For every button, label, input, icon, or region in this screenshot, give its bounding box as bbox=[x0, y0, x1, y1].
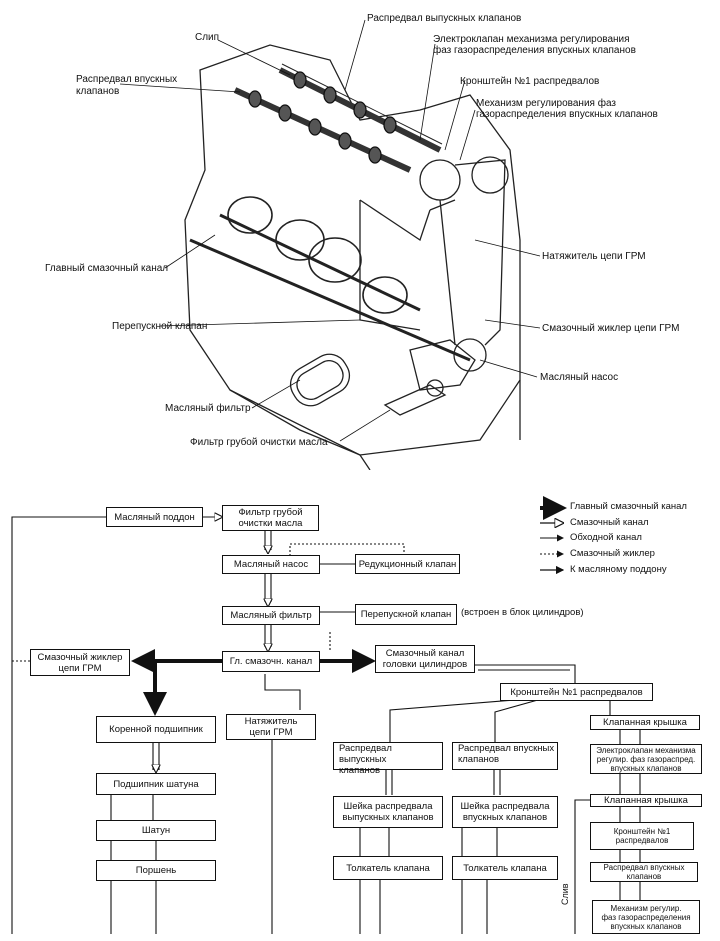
label-vvt-mech-2: газораспределения впускных клапанов bbox=[476, 109, 658, 120]
box-bypass-valve: Перепускной клапан bbox=[355, 604, 457, 625]
label-oil-pump: Масляный насос bbox=[540, 372, 618, 383]
label-drain: Слив bbox=[560, 883, 570, 905]
label-vvt-mech-1: Механизм регулирования фаз bbox=[476, 97, 616, 109]
box-oil-filter: Масляный фильтр bbox=[222, 606, 320, 625]
box-rod: Шатун bbox=[96, 820, 216, 841]
legend-oil: Смазочный канал bbox=[570, 517, 649, 528]
engine-illustration: Слип Распредвал выпускных клапанов Элект… bbox=[45, 13, 679, 470]
label-slip: Слип bbox=[195, 32, 219, 43]
label-intake-camshaft-1: Распредвал впускных bbox=[76, 74, 177, 85]
label-intake-camshaft-2: клапанов bbox=[76, 86, 119, 97]
label-strainer: Фильтр грубой очистки масла bbox=[190, 436, 328, 448]
label-bracket-no1: Кронштейн №1 распредвалов bbox=[460, 76, 599, 87]
box-rod-bearing: Подшипник шатуна bbox=[96, 773, 216, 795]
label-vvt-solenoid-1: Электроклапан механизма регулирования bbox=[433, 34, 630, 45]
box-valve-cover: Клапанная крышка bbox=[590, 715, 700, 730]
label-bypass-valve: Перепускной клапан bbox=[112, 321, 207, 332]
box-main-gallery: Гл. смазочн. канал bbox=[222, 651, 320, 672]
label-chain-tensioner: Натяжитель цепи ГРМ bbox=[542, 251, 646, 262]
box-oil-pump: Масляный насос bbox=[222, 555, 320, 574]
legend-bypass: Обходной канал bbox=[570, 532, 642, 543]
box-bracket: Кронштейн №1 распредвалов bbox=[500, 683, 653, 701]
legend-jet: Смазочный жиклер bbox=[570, 548, 655, 559]
label-vvt-solenoid-2: фаз газораспределения впускных клапанов bbox=[433, 44, 636, 56]
label-main-gallery: Главный смазочный канал bbox=[45, 263, 168, 274]
box-piston: Поршень bbox=[96, 860, 216, 881]
box-valve-cover-2: Клапанная крышка bbox=[590, 794, 702, 807]
label-exhaust-camshaft: Распредвал выпускных клапанов bbox=[367, 13, 521, 24]
box-oil-pan: Масляный поддон bbox=[106, 507, 203, 527]
bypass-note: (встроен в блок цилиндров) bbox=[461, 607, 584, 618]
box-tappet-int: Толкатель клапана bbox=[452, 856, 558, 880]
box-relief-valve: Редукционный клапан bbox=[355, 554, 460, 574]
label-chain-jet: Смазочный жиклер цепи ГРМ bbox=[542, 323, 679, 334]
label-oil-filter: Масляный фильтр bbox=[165, 402, 251, 414]
box-tappet-exh: Толкатель клапана bbox=[333, 856, 443, 880]
legend-main: Главный смазочный канал bbox=[570, 501, 687, 512]
box-main-bearing: Коренной подшипник bbox=[96, 716, 216, 743]
legend-pan: К масляному поддону bbox=[570, 564, 667, 575]
